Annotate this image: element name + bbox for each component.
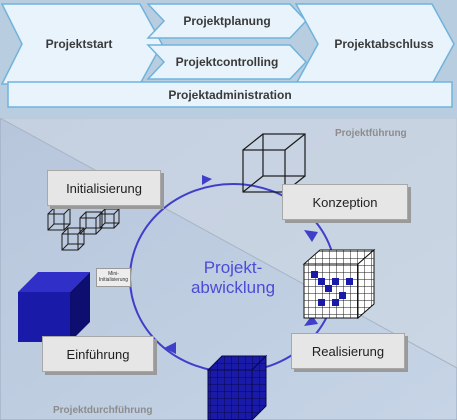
phase-label-projektabschluss: Projektabschluss: [334, 37, 434, 51]
phase-chevrons: [0, 3, 455, 108]
cycle-arrow-right: [304, 230, 318, 242]
solid-cube-icon: [18, 272, 90, 342]
phase-label-projektcontrolling: Projektcontrolling: [175, 55, 279, 69]
phase-label-projektstart: Projektstart: [45, 37, 113, 51]
blue-grid-cube-icon: [206, 354, 268, 420]
mini-initialisierung-box[interactable]: Mini- Initialisierung: [96, 268, 131, 287]
chevron-projektcontrolling[interactable]: [146, 44, 308, 80]
cycle-arrow-bottom-left: [164, 342, 176, 354]
chevron-projektplanung[interactable]: [146, 3, 308, 39]
diagram-graphics: [0, 118, 457, 420]
step-initialisierung[interactable]: Initialisierung: [47, 170, 161, 206]
center-label-line2: abwicklung: [190, 278, 276, 297]
phase-label-projektplanung: Projektplanung: [183, 14, 271, 28]
grid-cube-icon: [302, 248, 376, 320]
label-projektfuehrung: Projektführung: [335, 128, 407, 139]
step-einfuehrung[interactable]: Einführung: [42, 336, 154, 372]
center-label: Projekt- abwicklung: [181, 258, 285, 298]
step-realisierung[interactable]: Realisierung: [291, 333, 405, 369]
cycle-arrow-bottom-right: [304, 315, 318, 326]
mini-label-line2: Initialisierung: [98, 277, 129, 283]
small-cubes-icon: [47, 207, 120, 251]
cycle-diagram-panel: Projektführung Projektdurchführung Proje…: [0, 118, 457, 420]
mini-label-line1: Mini-: [108, 271, 119, 277]
panel-diagonal: [0, 118, 457, 369]
step-konzeption[interactable]: Konzeption: [282, 184, 408, 220]
phase-label-projektadministration: Projektadministration: [168, 88, 292, 102]
label-projektdurchfuehrung: Projektdurchführung: [53, 405, 153, 416]
wireframe-cube-icon: [242, 133, 306, 193]
cycle-arrow-top: [202, 175, 212, 185]
phase-bar: Projektstart Projektplanung Projektcontr…: [0, 0, 457, 112]
bar-projektadministration[interactable]: [7, 81, 453, 108]
center-label-line1: Projekt-: [203, 258, 263, 277]
